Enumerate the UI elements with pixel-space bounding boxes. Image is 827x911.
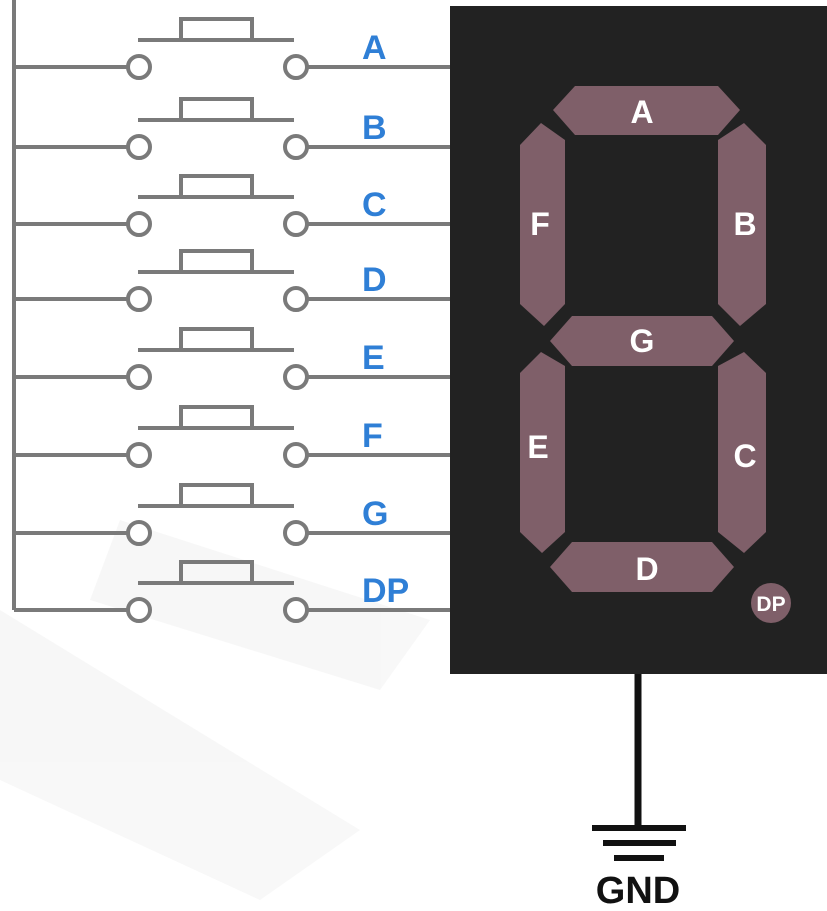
segment-b — [718, 123, 766, 326]
switch-button-cap — [179, 560, 254, 583]
switch-row-b: B — [14, 97, 450, 160]
switch-contact-right — [283, 442, 309, 468]
segment-g — [550, 316, 734, 366]
decimal-point-label: DP — [756, 593, 785, 616]
switch-row-g: G — [14, 483, 450, 546]
switch-rows: A B CD E F G DP — [14, 17, 450, 623]
switch-contact-right — [283, 286, 309, 312]
segment-a — [553, 86, 740, 135]
switch-contact-left — [126, 211, 152, 237]
switch-contact-left — [126, 442, 152, 468]
switch-row-c: C — [14, 174, 450, 237]
segment-f-label: F — [530, 206, 550, 242]
switch-contact-right — [283, 134, 309, 160]
switch-contact-left — [126, 597, 152, 623]
switch-button-cap — [179, 249, 254, 272]
segment-c-label: C — [733, 438, 756, 474]
switch-contact-right — [283, 364, 309, 390]
line-label-dp: DP — [362, 572, 409, 610]
segment-d-label: D — [635, 551, 658, 587]
watermark — [0, 520, 430, 900]
switch-button-cap — [179, 17, 254, 40]
switch-row-f: F — [14, 405, 450, 468]
switch-contact-right — [283, 520, 309, 546]
segment-c — [718, 352, 766, 553]
line-label-d: D — [362, 261, 387, 299]
switch-row-d: D — [14, 249, 450, 312]
switch-contact-left — [126, 54, 152, 80]
switch-row-dp: DP — [14, 560, 450, 623]
switch-contact-right — [283, 54, 309, 80]
decimal-point — [751, 583, 791, 623]
switch-contact-left — [126, 134, 152, 160]
switch-button-cap — [179, 483, 254, 506]
line-label-e: E — [362, 339, 385, 377]
switch-contact-left — [126, 286, 152, 312]
ground-label: GND — [596, 870, 680, 911]
switch-contact-left — [126, 364, 152, 390]
switch-button-cap — [179, 405, 254, 428]
switch-button-cap — [179, 327, 254, 350]
switch-contact-left — [126, 520, 152, 546]
ground-connection: GND — [592, 674, 686, 911]
segment-g-label: G — [630, 323, 655, 359]
switch-button-cap — [179, 97, 254, 120]
segment-e — [520, 352, 565, 553]
line-label-b: B — [362, 109, 387, 147]
switch-button-cap — [179, 174, 254, 197]
segment-b-label: B — [733, 206, 756, 242]
switch-contact-right — [283, 211, 309, 237]
line-label-c: C — [362, 186, 387, 224]
segment-e-label: E — [527, 429, 548, 465]
segment-f — [520, 123, 565, 326]
segment-a-label: A — [630, 94, 653, 130]
switch-row-a: A — [14, 17, 450, 80]
seven-segment-display: A B C D E F G DP — [450, 6, 827, 674]
line-label-a: A — [362, 29, 387, 67]
switch-contact-right — [283, 597, 309, 623]
switch-row-e: E — [14, 327, 450, 390]
segment-d — [550, 542, 734, 592]
line-label-f: F — [362, 417, 383, 455]
line-label-g: G — [362, 495, 388, 533]
